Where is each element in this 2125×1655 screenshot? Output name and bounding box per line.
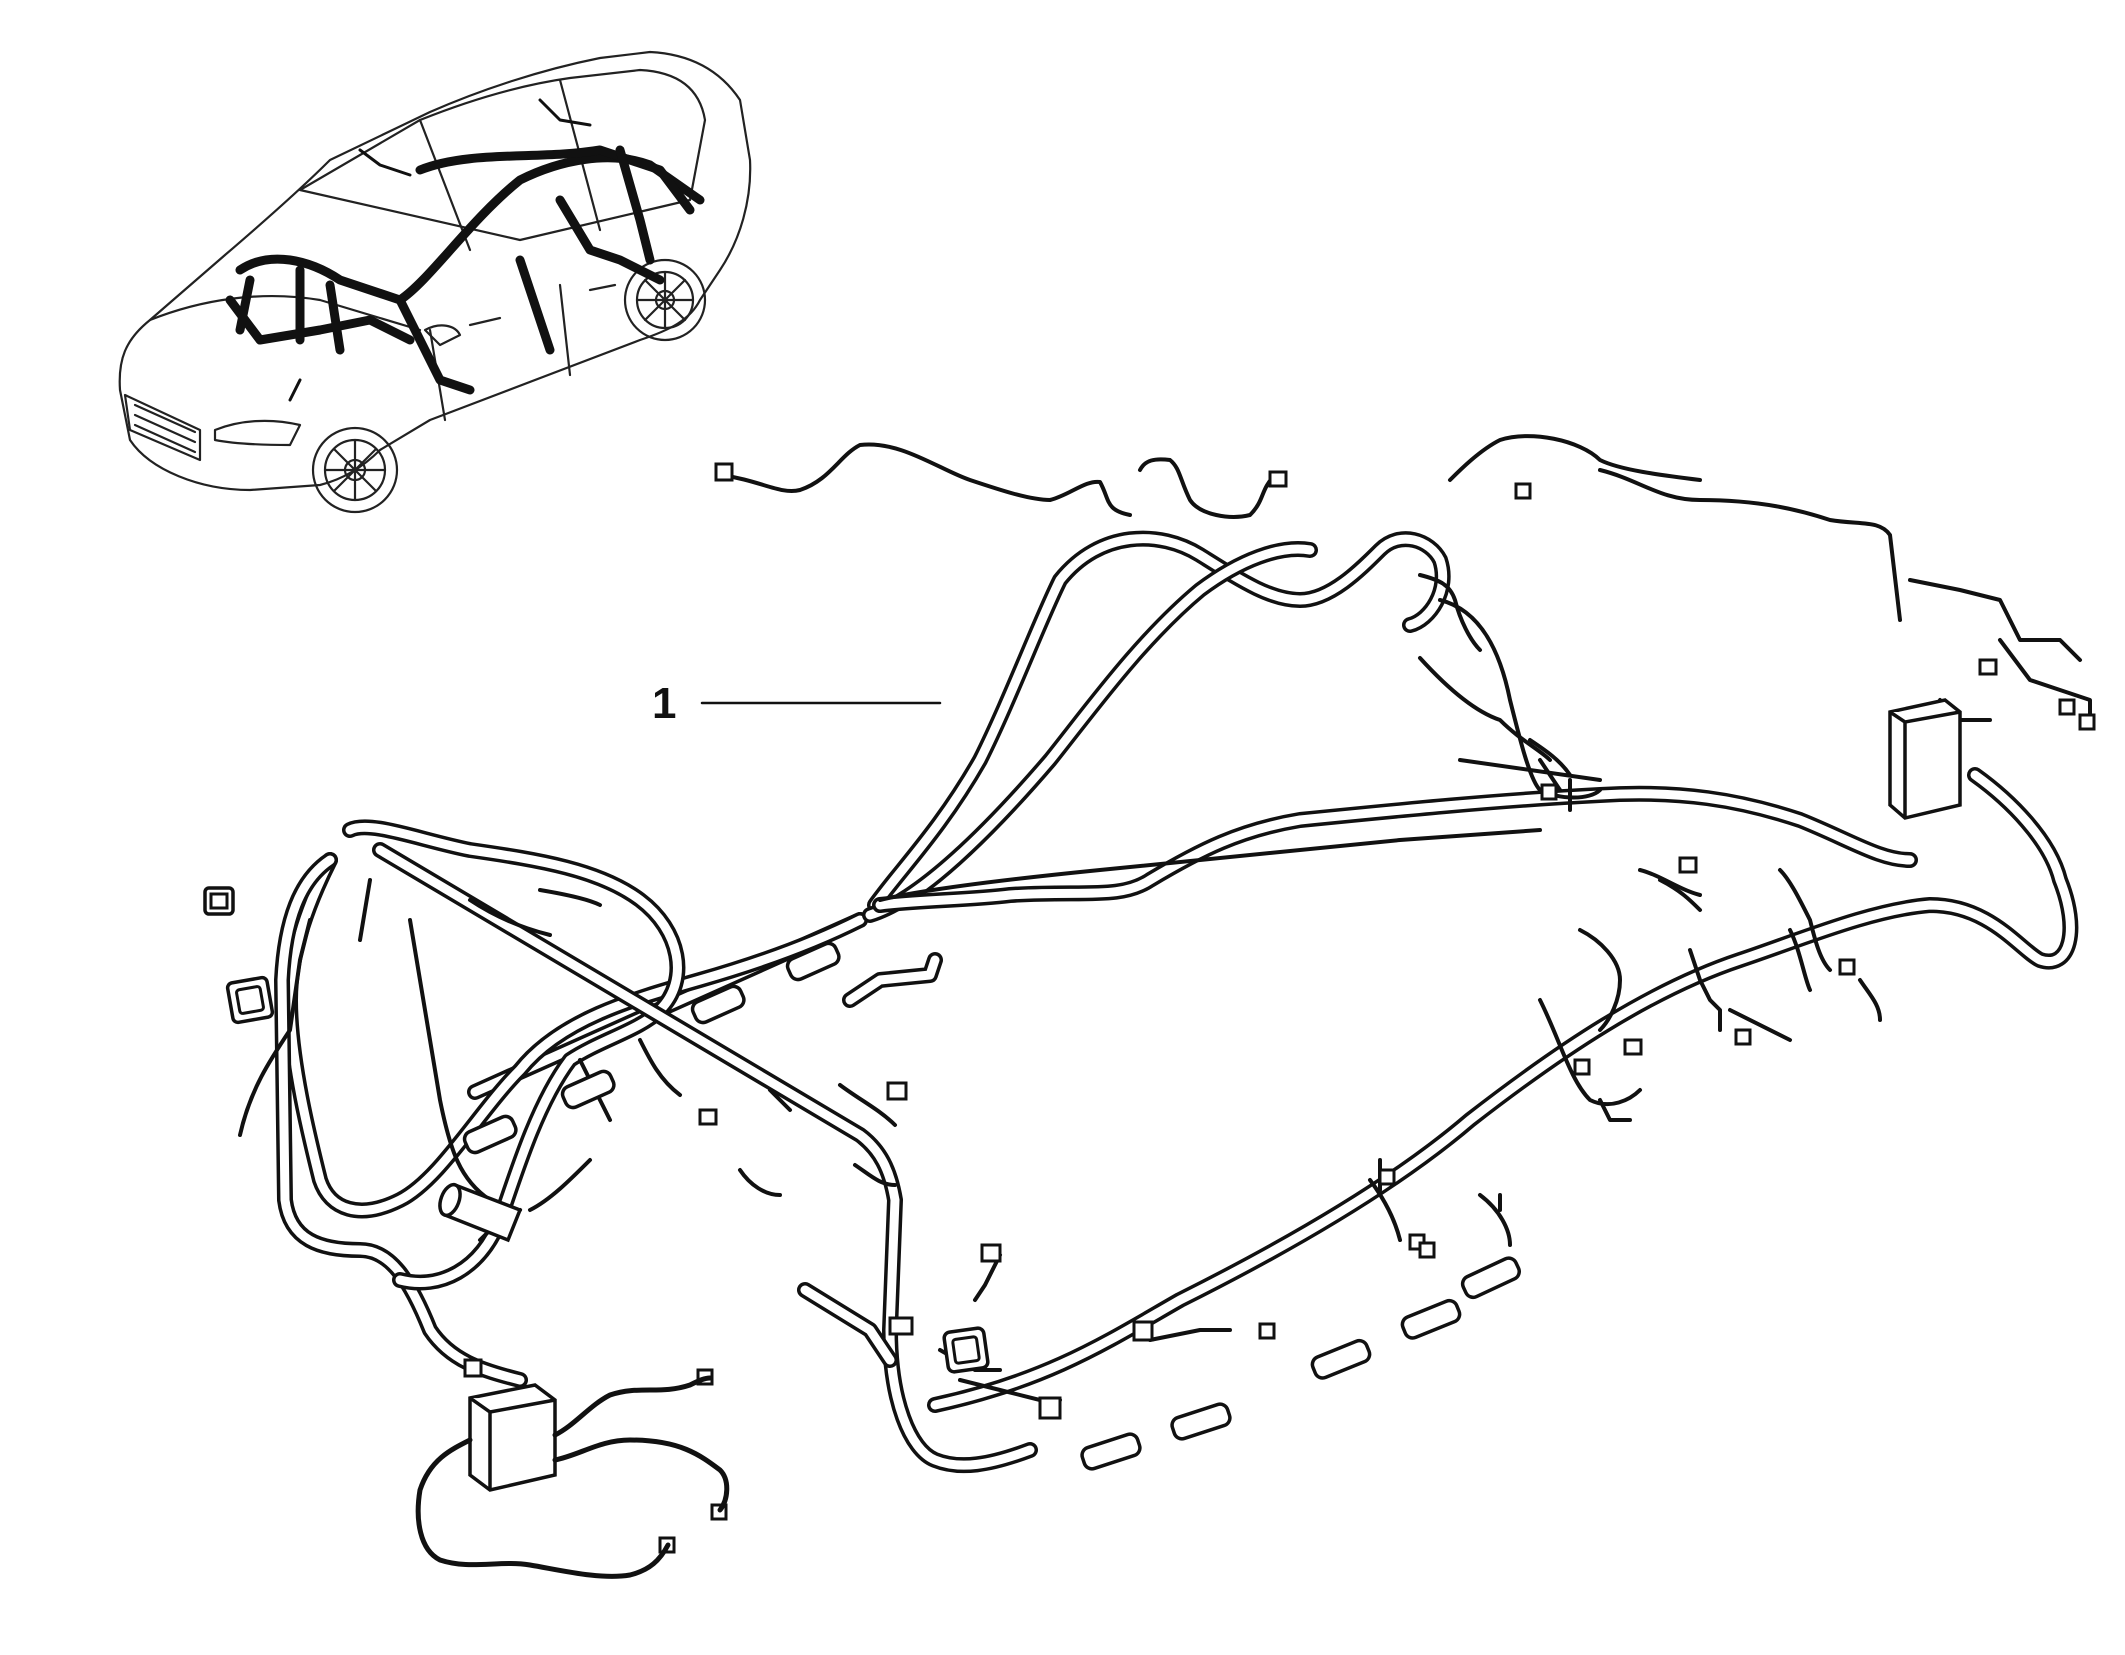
connector: [2058, 698, 2076, 716]
harness-trunk-core-9: [875, 789, 1915, 910]
harness-trunk-3: [282, 852, 868, 1219]
callout-number-1: 1: [652, 679, 676, 728]
connector: [1838, 958, 1856, 976]
connector: [1258, 1322, 1276, 1340]
connector: [1978, 658, 1998, 676]
connector: [1038, 1396, 1062, 1420]
connector: [1540, 783, 1558, 801]
harness-trunk-core-10: [845, 955, 940, 1005]
connector: [1418, 1241, 1436, 1259]
harness-trunk-core-2: [930, 770, 2075, 1410]
connector: [1623, 1038, 1643, 1056]
connector: [1514, 482, 1532, 500]
connector: [1734, 1028, 1752, 1046]
harness-trunk-core-6: [375, 845, 1035, 1470]
connector: [1132, 1320, 1154, 1342]
car-overview-illustration: [118, 50, 752, 514]
main-wiring-harness: [203, 434, 2096, 1579]
harness-trunk-core-11: [800, 1285, 895, 1365]
connector: [886, 1081, 908, 1101]
control-module-front: [468, 1383, 557, 1492]
harness-trunk-core-4: [277, 855, 525, 1385]
connector-top-left: [714, 462, 734, 482]
cylinder-component: [438, 1182, 523, 1243]
harness-trunk-core-7: [870, 534, 1448, 910]
harness-trunk-8: [862, 541, 1318, 923]
connector: [1378, 1168, 1396, 1186]
connector: [698, 1108, 718, 1126]
harness-trunk-core-3: [285, 855, 865, 1215]
harness-trunk-core-8: [865, 544, 1315, 920]
control-module-rear: [1888, 698, 1962, 820]
connector: [2078, 713, 2096, 731]
connector: [1573, 1058, 1591, 1076]
connector: [980, 1243, 1002, 1263]
connector-top: [1268, 470, 1288, 488]
connector: [1678, 856, 1698, 874]
connector: [888, 1316, 914, 1336]
connector: [463, 1358, 483, 1378]
